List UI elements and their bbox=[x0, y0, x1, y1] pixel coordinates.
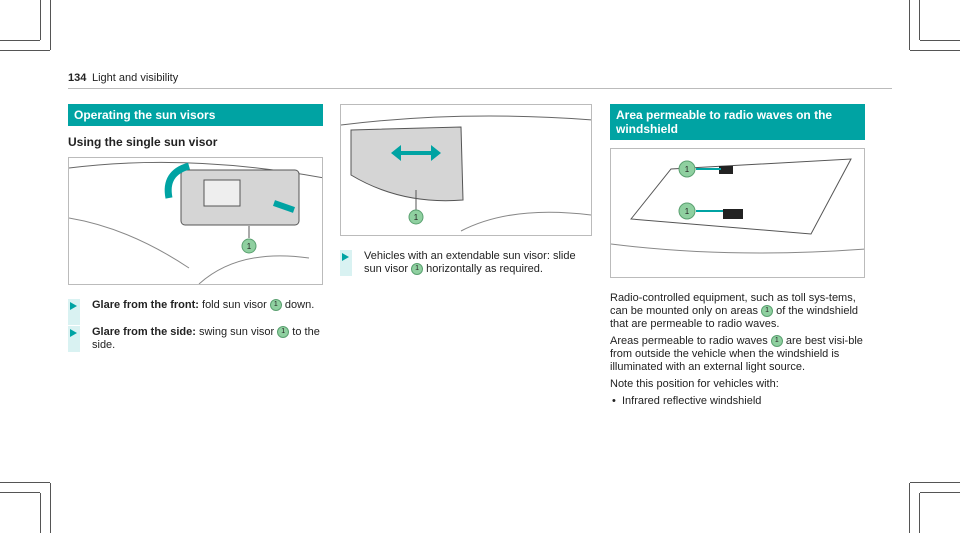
instruction-glare-side: Glare from the side: swing sun visor 1 t… bbox=[68, 326, 323, 352]
figure-windshield: 1 1 bbox=[610, 148, 865, 278]
crop-mark bbox=[919, 493, 920, 533]
instruction-text: horizontally as required. bbox=[423, 263, 543, 275]
paragraph-text: of the windshield that are permeable to … bbox=[610, 305, 859, 330]
paragraph: Note this position for vehicles with: bbox=[610, 378, 779, 390]
instruction-text: Vehicles with an extendable sun visor: s… bbox=[364, 250, 576, 275]
list-item: Infrared reflective windshield bbox=[610, 395, 865, 408]
crop-mark bbox=[0, 482, 50, 483]
paragraph: Areas permeable to radio waves 1 are bes… bbox=[610, 335, 865, 374]
figure-sun-visor-fold: 1 bbox=[68, 157, 323, 285]
paragraph-text: are best visi-ble from outside the vehic… bbox=[610, 335, 863, 373]
instruction-glare-front: Glare from the front: fold sun visor 1 d… bbox=[68, 299, 323, 325]
radio-waves-text: Radio-controlled equipment, such as toll… bbox=[610, 292, 865, 408]
figure-badge: 1 bbox=[685, 165, 690, 174]
crop-mark bbox=[0, 40, 40, 41]
instruction-text: down. bbox=[281, 299, 315, 311]
arrow-icon bbox=[68, 299, 80, 325]
crop-mark bbox=[920, 492, 960, 493]
figure-badge: 1 bbox=[247, 242, 252, 251]
sun-visor-slide-illustration: 1 bbox=[341, 115, 591, 232]
column-sun-visor: Operating the sun visors Using the singl… bbox=[68, 104, 323, 352]
crop-mark bbox=[920, 40, 960, 41]
figure-badge: 1 bbox=[414, 213, 419, 222]
arrow-icon bbox=[340, 250, 352, 276]
crop-mark bbox=[909, 0, 910, 50]
figure-badge: 1 bbox=[685, 207, 690, 216]
crop-mark bbox=[50, 0, 51, 50]
instruction-slide-visor: Vehicles with an extendable sun visor: s… bbox=[340, 250, 592, 276]
callout-badge: 1 bbox=[770, 335, 783, 348]
callout-badge: 1 bbox=[761, 305, 774, 318]
paragraph-text: Radio-controlled equipment, such as toll… bbox=[610, 292, 856, 317]
crop-mark bbox=[909, 483, 910, 533]
column-radio-waves: Area permeable to radio waves on the win… bbox=[610, 104, 865, 408]
paragraph: Radio-controlled equipment, such as toll… bbox=[610, 292, 865, 331]
section-title: Light and visibility bbox=[92, 72, 179, 84]
crop-mark bbox=[919, 0, 920, 40]
arrow-icon bbox=[68, 326, 80, 352]
crop-mark bbox=[0, 50, 50, 51]
column-extendable-visor: 1 Vehicles with an extendable sun visor:… bbox=[340, 104, 592, 276]
crop-mark bbox=[910, 50, 960, 51]
instruction-text: fold sun visor bbox=[198, 299, 270, 311]
subheading-single-visor: Using the single sun visor bbox=[68, 135, 218, 149]
sun-visor-fold-illustration: 1 bbox=[69, 161, 322, 284]
crop-mark bbox=[40, 0, 41, 40]
instruction-text: to the side. bbox=[92, 326, 320, 351]
crop-mark bbox=[40, 493, 41, 533]
section-heading-radio-waves: Area permeable to radio waves on the win… bbox=[610, 104, 865, 140]
figure-sun-visor-slide: 1 bbox=[340, 104, 592, 236]
header-divider bbox=[68, 88, 892, 89]
callout-badge: 1 bbox=[269, 299, 282, 312]
callout-badge: 1 bbox=[277, 326, 290, 339]
instruction-text: swing sun visor bbox=[195, 326, 278, 338]
callout-badge: 1 bbox=[411, 263, 424, 276]
instruction-label: Glare from the front: bbox=[92, 299, 199, 311]
crop-mark bbox=[910, 482, 960, 483]
page-number: 134 bbox=[68, 72, 87, 84]
instruction-label: Glare from the side: bbox=[92, 326, 196, 338]
crop-mark bbox=[50, 483, 51, 533]
section-heading-sun-visors: Operating the sun visors bbox=[68, 104, 323, 126]
paragraph-text: Areas permeable to radio waves bbox=[610, 335, 771, 347]
windshield-illustration: 1 1 bbox=[611, 158, 864, 254]
crop-mark bbox=[0, 492, 40, 493]
